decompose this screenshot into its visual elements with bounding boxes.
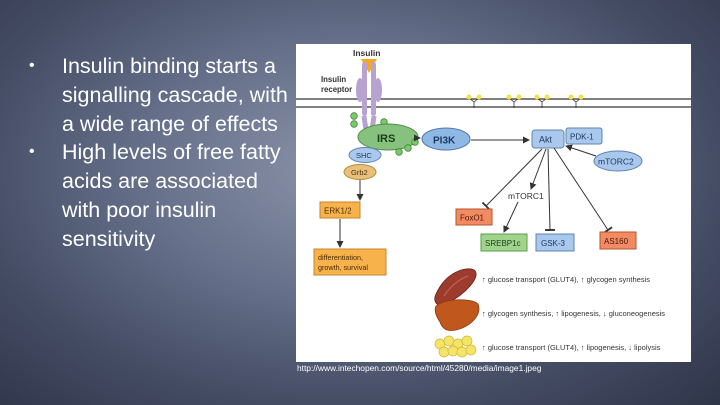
lipid-icon — [534, 94, 540, 100]
phosphate-icon — [411, 138, 419, 146]
erk-label: ERK1/2 — [324, 207, 352, 216]
lipid-icon — [544, 94, 550, 100]
bullet-text: Insulin binding starts a signalling casc… — [62, 54, 288, 136]
lipid-icon — [476, 94, 482, 100]
receptor-icon — [356, 78, 364, 102]
phosphate-icon — [350, 120, 358, 128]
liver-icon — [434, 299, 480, 331]
gsk3-node — [535, 233, 575, 252]
inhibit-akt-as160 — [553, 147, 613, 234]
receptor-icon — [362, 62, 367, 116]
srebp-node — [480, 233, 528, 252]
lipid-icon — [506, 94, 512, 100]
receptor-label-2: receptor — [321, 85, 352, 94]
bullet-text: High levels of free fatty acids are asso… — [62, 140, 281, 251]
receptor-label-1: Insulin — [321, 75, 346, 84]
muscle-icon — [434, 268, 477, 306]
pi3k-node — [421, 127, 471, 151]
phosphate-icon — [350, 112, 358, 120]
outcome-label-1: differentiation, — [318, 253, 363, 262]
muscle-icon — [443, 275, 469, 297]
fat-effect-text: ↑ glucose transport (GLUT4), ↑ lipogenes… — [482, 343, 661, 352]
as160-label: AS160 — [604, 237, 629, 246]
bullet-list: • Insulin binding starts a signalling cas… — [28, 52, 293, 254]
gsk3-label: GSK-3 — [541, 239, 566, 248]
receptor-icon — [371, 62, 376, 116]
akt-label: Akt — [539, 135, 553, 145]
outcome-label-2: growth, survival — [318, 263, 368, 272]
pdk1-label: PDK-1 — [570, 133, 594, 142]
shc-label: SHC — [356, 151, 372, 160]
pi3k-label: PI3K — [433, 136, 456, 147]
phosphate-icon — [404, 144, 412, 152]
bullet-icon: • — [29, 143, 35, 161]
arrow-mtorc1-srebp — [503, 201, 519, 233]
grb2-label: Grb2 — [351, 168, 368, 177]
muscle-effect-text: ↑ glucose transport (GLUT4), ↑ glycogen … — [482, 275, 650, 284]
phosphate-icon — [395, 148, 403, 156]
receptor-icon — [374, 78, 382, 102]
insulin-label: Insulin — [353, 48, 380, 58]
as160-node — [599, 231, 637, 250]
bullet-item: • High levels of free fatty acids are ass… — [28, 138, 293, 253]
lipid-icon — [516, 94, 522, 100]
erk-node — [319, 201, 361, 219]
bullet-item: • Insulin binding starts a signalling cas… — [28, 52, 293, 138]
grb2-node — [343, 164, 377, 180]
liver-effect-text: ↑ glycogen synthesis, ↑ lipogenesis, ↓ g… — [482, 309, 665, 318]
bullet-icon: • — [29, 57, 35, 74]
mtorc2-label: mTORC2 — [598, 157, 634, 167]
outcome-node — [313, 248, 387, 276]
mtorc2-node — [593, 150, 643, 172]
lipid-icon — [466, 94, 472, 100]
inhibit-akt-foxo1 — [481, 148, 543, 211]
arrow-mtorc2-akt — [565, 144, 597, 157]
arrow-akt-mtorc1 — [529, 148, 547, 190]
akt-node — [531, 129, 565, 149]
lipid-icon — [568, 94, 574, 100]
lipid-icon — [578, 94, 584, 100]
fat-cells-icon — [434, 335, 477, 358]
insulin-signalling-diagram: Insulin Insulin receptor — [296, 44, 691, 362]
pdk1-node — [565, 127, 603, 145]
image-source-caption: http://www.intechopen.com/source/html/45… — [297, 363, 542, 373]
foxo1-label: FoxO1 — [460, 214, 485, 223]
irs-label: IRS — [377, 133, 395, 145]
inhibit-akt-gsk3 — [544, 148, 556, 232]
srebp-label: SREBP1c — [485, 239, 521, 248]
foxo1-node — [455, 208, 493, 226]
shc-node — [348, 147, 382, 163]
mtorc1-label: mTORC1 — [508, 191, 544, 201]
diagram-svg: Insulin Insulin receptor — [296, 48, 691, 358]
